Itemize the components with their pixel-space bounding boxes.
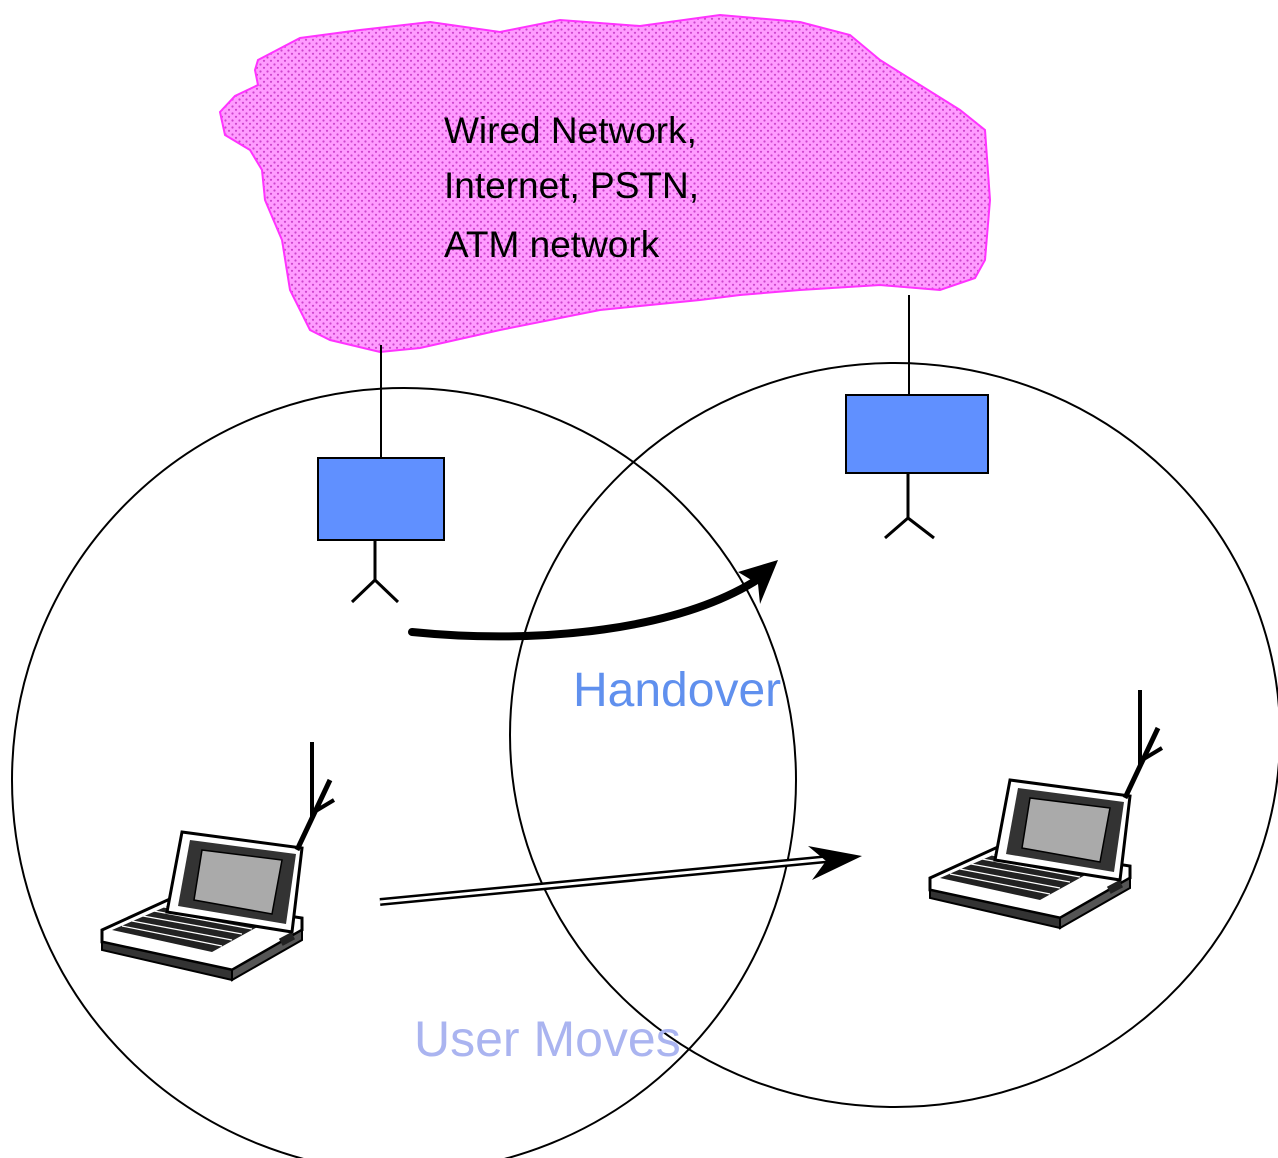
cloud-label-line-3: ATM network bbox=[444, 224, 660, 265]
cell-left bbox=[11, 387, 797, 1158]
handover-arrow bbox=[408, 560, 778, 641]
base-station-icon bbox=[845, 394, 989, 540]
cell-right bbox=[509, 362, 1278, 1108]
wired-network-cloud bbox=[218, 13, 992, 354]
base-station-icon bbox=[317, 457, 445, 604]
user-moves-label: User Moves bbox=[414, 1011, 681, 1067]
cloud-label-line-2: Internet, PSTN, bbox=[444, 165, 699, 206]
cloud-label-line-1: Wired Network, bbox=[444, 110, 697, 151]
laptop-icon bbox=[102, 742, 334, 980]
handover-label: Handover bbox=[573, 664, 781, 717]
user-moves-arrow bbox=[379, 846, 862, 906]
laptop-icon bbox=[930, 690, 1162, 928]
